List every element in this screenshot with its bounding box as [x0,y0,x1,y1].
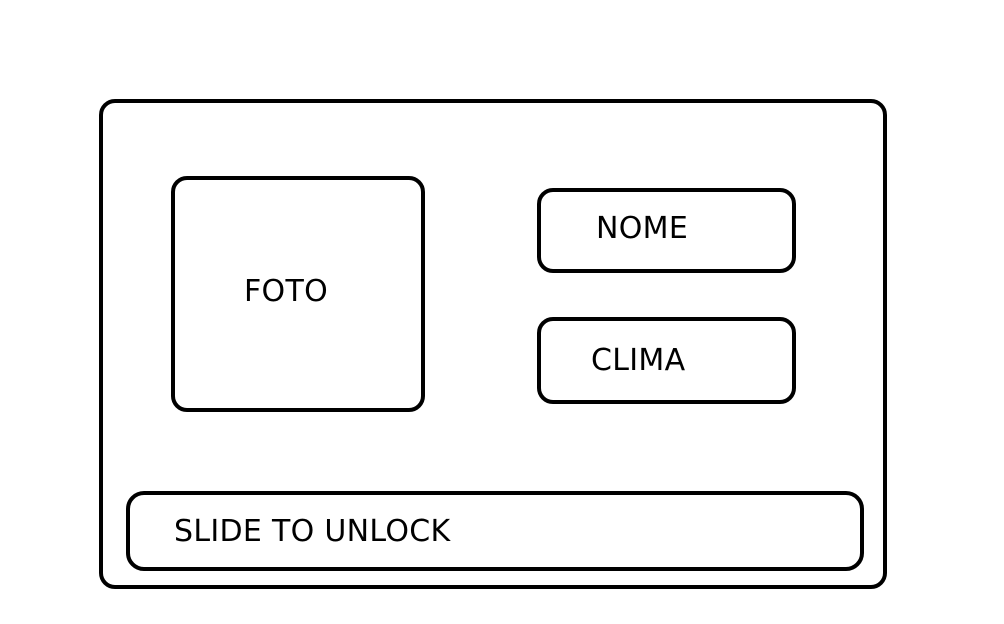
photo-placeholder [171,176,425,412]
weather-widget [537,317,796,404]
name-field [537,188,796,273]
weather-label: CLIMA [591,343,686,378]
slide-to-unlock-slider[interactable] [126,491,864,571]
name-label: NOME [596,211,689,246]
slide-to-unlock-label: SLIDE TO UNLOCK [174,514,451,549]
photo-label: FOTO [244,274,329,309]
